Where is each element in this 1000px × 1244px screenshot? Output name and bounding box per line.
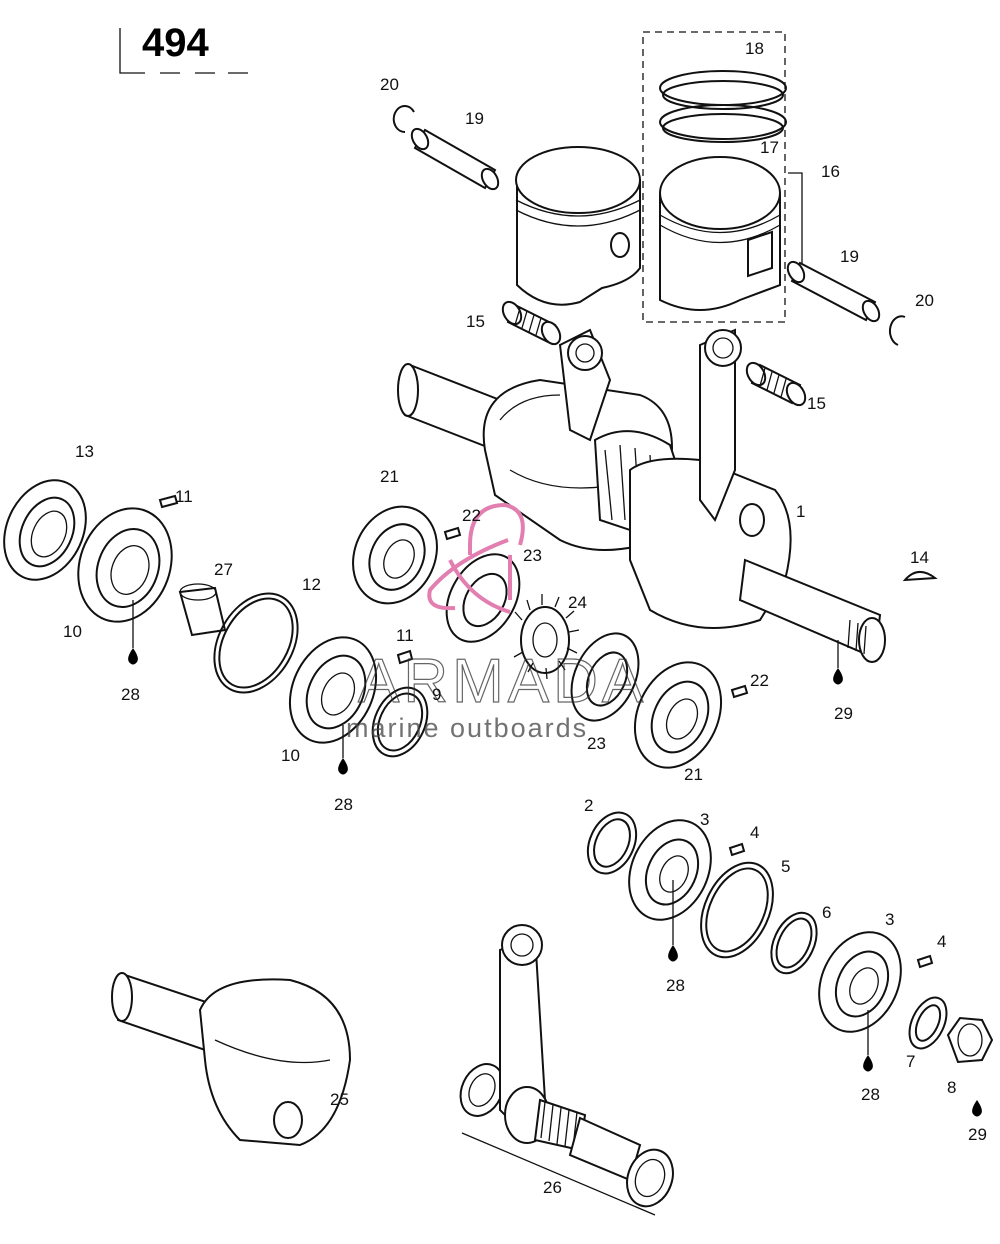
grease-drop-icon xyxy=(972,1100,982,1117)
callout-3b: 3 xyxy=(885,910,894,929)
grease-drop-icon xyxy=(128,648,138,665)
wrist-pin-left xyxy=(410,127,500,191)
ring-9 xyxy=(371,686,429,758)
dowel-pin-11b xyxy=(396,649,414,665)
callout-29b: 29 xyxy=(968,1125,987,1144)
callout-12: 12 xyxy=(302,575,321,594)
nut-8 xyxy=(946,1016,994,1064)
needle-bearing-lower xyxy=(745,361,807,407)
callout-11b: 11 xyxy=(396,626,414,645)
grease-drop-icon xyxy=(863,1055,873,1072)
callout-24: 24 xyxy=(568,593,587,612)
grease-drop-icons xyxy=(128,648,982,1117)
callout-8: 8 xyxy=(947,1078,956,1097)
piston-left xyxy=(515,146,641,306)
needle-bearing-upper xyxy=(501,300,562,346)
ball-bearing-21-lower xyxy=(633,661,723,769)
spacer-23-lower xyxy=(570,632,640,722)
grease-drop-icon xyxy=(833,668,843,685)
callout-7: 7 xyxy=(906,1052,915,1071)
oil-seal xyxy=(3,479,87,581)
crankshaft-assembly xyxy=(397,328,886,663)
callout-9: 9 xyxy=(432,685,441,704)
callout-27: 27 xyxy=(214,560,233,579)
dowel-pin-4b xyxy=(916,954,934,969)
callout-4b: 4 xyxy=(937,932,946,951)
watermark-logo-icon xyxy=(427,502,525,614)
callout-19b: 19 xyxy=(840,247,859,266)
lock-washer-7 xyxy=(908,996,948,1050)
page-number: 494 xyxy=(142,21,209,65)
callout-15b: 15 xyxy=(807,394,826,413)
watermark-brand: ARMADA xyxy=(358,647,647,716)
watermark: ARMADA marine outboards xyxy=(346,502,647,743)
circlip-right xyxy=(888,315,906,346)
watermark-tagline: marine outboards xyxy=(346,713,588,743)
callout-10a: 10 xyxy=(63,622,82,641)
woodruff-key xyxy=(902,571,938,582)
callout-14: 14 xyxy=(910,548,929,567)
gear-24 xyxy=(513,594,580,680)
callout-13: 13 xyxy=(75,442,94,461)
callout-28b: 28 xyxy=(334,795,353,814)
grease-drop-icon xyxy=(338,758,348,775)
callout-22a: 22 xyxy=(462,506,481,525)
callout-15a: 15 xyxy=(466,312,485,331)
callout-23a: 23 xyxy=(523,546,542,565)
o-ring-5 xyxy=(700,861,774,959)
ball-bearing-left xyxy=(77,507,173,623)
wrist-pin-right xyxy=(786,260,881,323)
connecting-rod-assembly xyxy=(459,924,674,1216)
callout-25: 25 xyxy=(330,1090,349,1109)
callout-21a: 21 xyxy=(380,467,399,486)
callout-1: 1 xyxy=(796,502,805,521)
callout-28a: 28 xyxy=(121,685,140,704)
callout-20a: 20 xyxy=(380,75,399,94)
leader-lines xyxy=(132,600,869,1055)
callout-16: 16 xyxy=(821,162,840,181)
callout-20b: 20 xyxy=(915,291,934,310)
callout-28d: 28 xyxy=(861,1085,880,1104)
callout-23b: 23 xyxy=(587,734,606,753)
piston-right xyxy=(659,156,803,311)
callout-17: 17 xyxy=(760,138,779,157)
ball-bearing-center xyxy=(288,636,378,744)
callout-18: 18 xyxy=(745,39,764,58)
circlip-left xyxy=(392,105,415,134)
grease-drop-icon xyxy=(668,945,678,962)
sleeve xyxy=(178,583,227,637)
dowel-pin-4a xyxy=(728,842,746,857)
callout-28c: 28 xyxy=(666,976,685,995)
callout-3a: 3 xyxy=(700,810,709,829)
callout-26: 26 xyxy=(543,1178,562,1197)
callout-22b: 22 xyxy=(750,671,769,690)
ball-bearing-3-upper xyxy=(628,819,712,921)
callout-29a: 29 xyxy=(834,704,853,723)
crankshaft-half xyxy=(111,972,352,1147)
washer-2 xyxy=(586,811,638,875)
callout-19a: 19 xyxy=(465,109,484,128)
callout-labels: 1 2 3 3 4 4 5 6 7 8 9 10 10 11 11 12 13 … xyxy=(63,39,987,1197)
callout-11a: 11 xyxy=(175,487,193,506)
o-ring-12 xyxy=(213,592,299,694)
page-number-frame: 494 xyxy=(119,21,248,74)
callout-10b: 10 xyxy=(281,746,300,765)
callout-5: 5 xyxy=(781,857,790,876)
callout-4a: 4 xyxy=(750,823,759,842)
dowel-pin-22b xyxy=(730,684,749,699)
dowel-pin-22a xyxy=(443,526,462,541)
callout-21b: 21 xyxy=(684,765,703,784)
callout-2: 2 xyxy=(584,796,593,815)
ball-bearing-3-lower xyxy=(818,931,902,1033)
washer-6 xyxy=(770,911,818,975)
ball-bearing-21-upper xyxy=(352,505,438,605)
piston-ring-set xyxy=(642,31,787,323)
callout-6: 6 xyxy=(822,903,831,922)
dowel-pin-11a xyxy=(158,494,179,509)
